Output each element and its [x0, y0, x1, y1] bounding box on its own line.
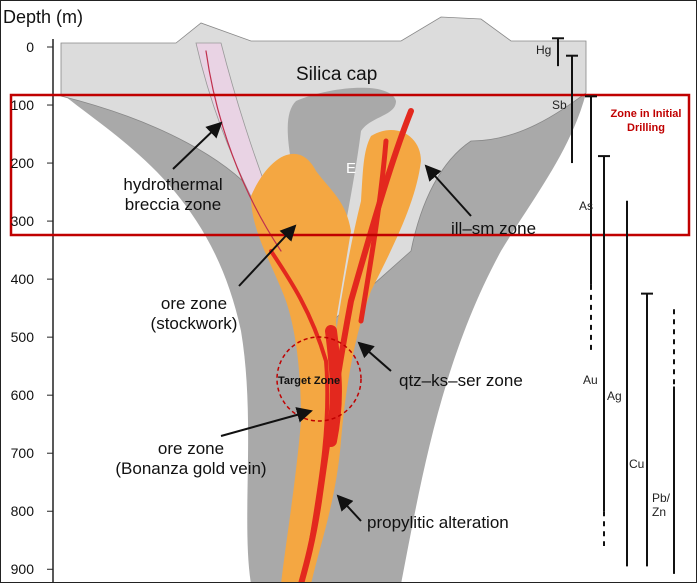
depth-tick-label: 300	[10, 213, 34, 230]
label-breccia-line2: breccia zone	[124, 195, 222, 214]
label-ore-stockwork: ore zone (stockwork)	[129, 294, 259, 334]
label-breccia-line1: hydrothermal	[123, 175, 223, 194]
target-zone-label: Target Zone	[278, 375, 341, 387]
label-ore-stockwork-line2: (stockwork)	[150, 314, 238, 333]
depth-tick-label: 200	[10, 155, 34, 172]
depth-tick-label: 900	[10, 561, 34, 578]
leader-arrows	[172, 121, 472, 522]
target-zone-circle	[276, 336, 362, 422]
depth-tick-label: 700	[10, 445, 34, 462]
label-e: E	[346, 160, 357, 177]
element-label: Au	[583, 373, 598, 387]
initial-drilling-label: Zone in Initial Drilling	[601, 107, 691, 135]
label-qtz-ks-ser: qtz–ks–ser zone	[399, 371, 523, 390]
label-propylitic: propylitic alteration	[367, 513, 509, 532]
veins	[205, 50, 414, 582]
axis-title: Depth (m)	[3, 7, 84, 27]
element-label: Sb	[552, 98, 567, 112]
ore-zone-right	[301, 130, 421, 582]
label-silica-cap: Silica cap	[296, 64, 378, 85]
depth-tick-label: 0	[26, 39, 34, 55]
initial-drilling-zone-box	[9, 93, 691, 237]
element-range-bars	[552, 37, 675, 574]
label-breccia: hydrothermal breccia zone	[93, 175, 253, 215]
element-label: Hg	[536, 43, 552, 57]
label-ore-stockwork-line1: ore zone	[160, 294, 228, 313]
initial-drilling-line2: Drilling	[627, 122, 665, 134]
element-label: Ag	[607, 389, 622, 403]
label-ill-sm: ill–sm zone	[451, 219, 537, 238]
label-ore-bonanza-line1: ore zone	[157, 439, 225, 458]
depth-tick-label: 600	[10, 387, 34, 404]
label-ore-bonanza-line2: (Bonanza gold vein)	[115, 459, 267, 478]
depth-tick-label: 500	[10, 329, 34, 346]
label-ore-bonanza: ore zone (Bonanza gold vein)	[91, 439, 291, 479]
depth-tick-label: 100	[10, 97, 34, 114]
element-label: Pb/Zn	[652, 491, 671, 519]
element-label: As	[579, 199, 594, 213]
initial-drilling-line1: Zone in Initial	[610, 108, 682, 120]
depth-tick-label: 400	[10, 271, 34, 288]
depth-tick-label: 800	[10, 503, 34, 520]
element-label: Cu	[629, 457, 645, 471]
